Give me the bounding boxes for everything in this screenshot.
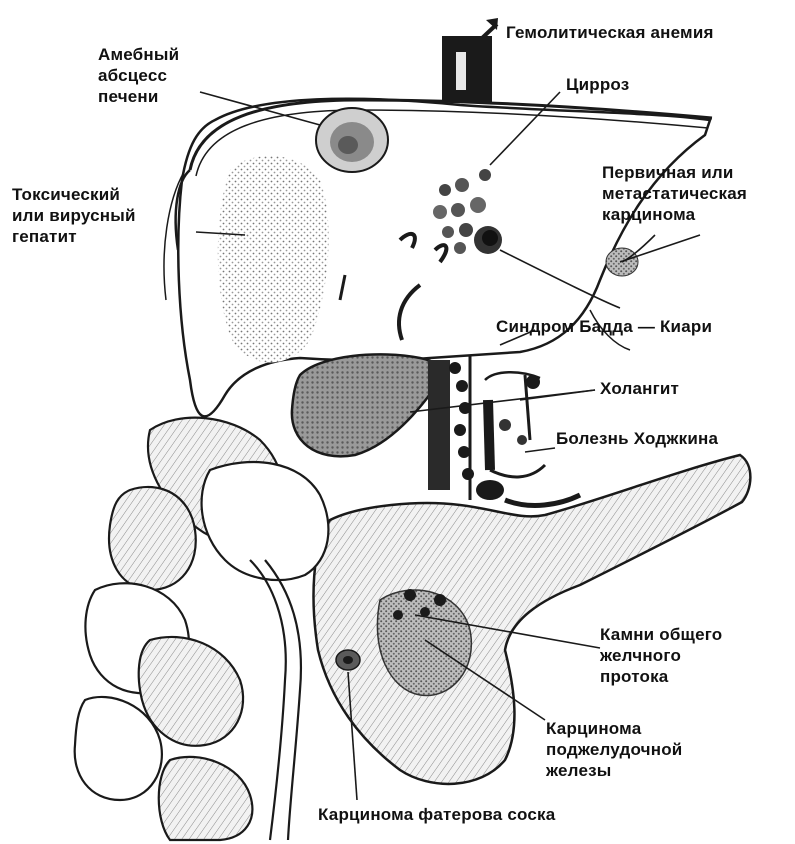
label-cirrhosis: Цирроз — [566, 74, 629, 95]
label-toxic-hepatitis: Токсический или вирусный гепатит — [12, 184, 136, 247]
label-vater-carcinoma: Карцинома фатерова соска — [318, 804, 555, 825]
gallbladder — [292, 354, 443, 456]
label-pancreas-carcinoma: Карцинома поджелудочной железы — [546, 718, 682, 781]
abscess-lesion — [316, 108, 388, 172]
label-hemolytic-anemia: Гемолитическая анемия — [506, 22, 714, 43]
label-amoebic-abscess: Амебный абсцесс печени — [98, 44, 179, 107]
label-cholangitis: Холангит — [600, 378, 679, 399]
spleen-block — [442, 18, 498, 102]
label-budd-chiari: Синдром Бадда — Киари — [496, 316, 712, 337]
label-hodgkin: Болезнь Ходжкина — [556, 428, 718, 449]
intestine — [75, 418, 329, 840]
label-bile-duct-stones: Камни общего желчного протока — [600, 624, 722, 687]
label-carcinoma-liver: Первичная или метастатическая карцинома — [602, 162, 747, 225]
